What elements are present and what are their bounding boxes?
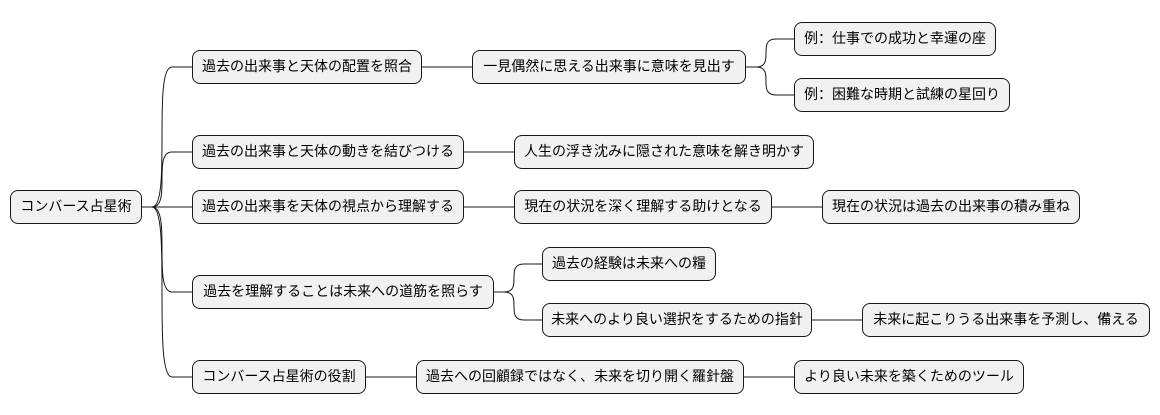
detail-node: 例：仕事での成功と幸運の座 (794, 22, 996, 56)
branch-topic-node: 過去の出来事を天体の視点から理解する (192, 190, 464, 224)
subtopic-node: 一見偶然に思える出来事に意味を見出す (472, 50, 746, 84)
connector-line (142, 151, 192, 208)
connector-line (142, 66, 192, 208)
branch-topic-node: コンバース占星術の役割 (192, 360, 366, 394)
branch-topic-node: 過去の出来事と天体の配置を照合 (192, 50, 422, 84)
branch-topic-node: 過去の出来事と天体の動きを結びつける (192, 135, 464, 169)
connector-line (494, 291, 542, 321)
subtopic-node: 過去の経験は未来への糧 (542, 247, 716, 281)
detail-node: 現在の状況は過去の出来事の積み重ね (822, 190, 1080, 224)
connector-line (142, 206, 192, 293)
subtopic-node: 現在の状況を深く理解する助けとなる (514, 190, 772, 224)
branch-topic-node: 過去を理解することは未来への道筋を照らす (192, 275, 494, 309)
detail-node: より良い未来を築くためのツール (794, 360, 1024, 394)
subtopic-node: 過去への回顧録ではなく、未来を切り開く羅針盤 (416, 360, 744, 394)
subtopic-node: 人生の浮き沈みに隠された意味を解き明かす (514, 135, 814, 169)
connector-line (746, 66, 794, 96)
root-topic-node: コンバース占星術 (10, 190, 142, 224)
connector-line (142, 206, 192, 378)
connector-line (494, 263, 542, 293)
connector-line (746, 38, 794, 68)
detail-node: 例：困難な時期と試練の星回り (794, 78, 1010, 112)
detail-node: 未来に起こりうる出来事を予測し、備える (862, 303, 1150, 337)
subtopic-node: 未来へのより良い選択をするための指針 (542, 303, 812, 337)
